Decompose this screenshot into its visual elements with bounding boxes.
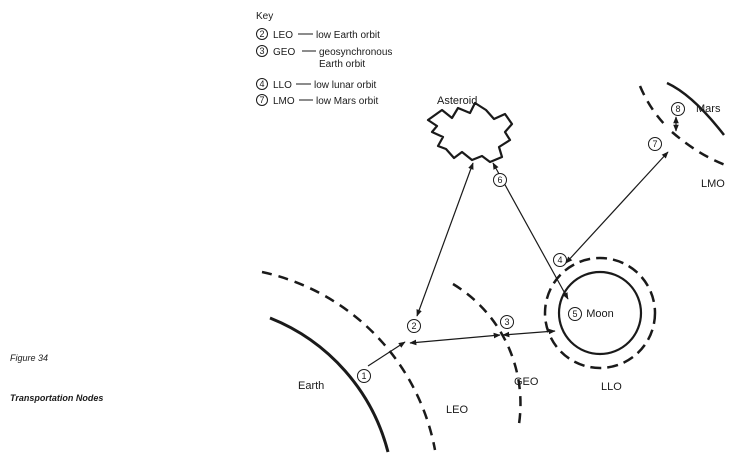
- key-entry-lmo: 7 LMO low Mars orbit: [256, 94, 378, 107]
- arrow-leo-asteroid: [416, 162, 474, 317]
- asteroid-label: Asteroid: [437, 95, 477, 107]
- node-marker-3: 3: [500, 315, 514, 329]
- mars-label: Mars: [696, 103, 721, 115]
- lmo-orbit-lower: [671, 131, 729, 168]
- earth-surface: [269, 316, 390, 453]
- asteroid-shape: [426, 101, 514, 164]
- lmo-orbit-upper: [638, 85, 669, 129]
- key-heading: Key: [256, 11, 273, 22]
- figure-number: Figure 34: [10, 353, 49, 363]
- key-entry-text-line2: Earth orbit: [319, 59, 365, 70]
- moon-circle: [557, 270, 643, 356]
- earth-label: Earth: [298, 380, 324, 392]
- node-marker-2: 2: [407, 319, 421, 333]
- arrow-leo-geo: [409, 332, 501, 346]
- leo-label: LEO: [446, 404, 468, 416]
- arrow-llo-lmo: [565, 151, 669, 264]
- moon-label: Moon: [586, 308, 614, 320]
- key-legend: Key 2 LEO low Earth orbit 3 GEO geosynch…: [256, 11, 392, 107]
- node-label: 3: [504, 317, 509, 327]
- node-label: 7: [652, 139, 657, 149]
- node-label: 5: [572, 309, 577, 319]
- key-entry-text: geosynchronous: [319, 47, 392, 58]
- arrow-earth-to-leo: [367, 341, 406, 367]
- key-entry-llo: 4 LLO low lunar orbit: [256, 78, 376, 91]
- key-entry-number: 2: [259, 29, 264, 39]
- key-entry-text: low Earth orbit: [316, 30, 380, 41]
- node-label: 1: [361, 371, 366, 381]
- node-marker-7: 7: [648, 137, 662, 151]
- key-entry-number: 3: [259, 46, 264, 56]
- arrow-geo-llo: [502, 328, 556, 338]
- key-entry-abbr: LEO: [273, 30, 293, 41]
- key-entry-geo: 3 GEO geosynchronous Earth orbit: [256, 45, 392, 70]
- node-label: 4: [557, 255, 562, 265]
- node-label: 8: [675, 104, 680, 114]
- key-entry-abbr: LMO: [273, 96, 295, 107]
- key-entry-number: 7: [259, 95, 264, 105]
- node-marker-8: 8: [671, 102, 685, 116]
- key-entry-leo: 2 LEO low Earth orbit: [256, 28, 380, 41]
- node-marker-1: 1: [357, 369, 371, 383]
- node-marker-5: 5: [568, 307, 582, 321]
- key-entry-text: low lunar orbit: [314, 80, 376, 91]
- figure-title: Transportation Nodes: [10, 393, 104, 403]
- node-label: 2: [411, 321, 416, 331]
- key-entry-abbr: GEO: [273, 47, 295, 58]
- node-marker-4: 4: [553, 253, 567, 267]
- mars-surface: [666, 81, 725, 136]
- key-entry-text: low Mars orbit: [316, 96, 378, 107]
- arrow-moon-asteroid: [492, 162, 569, 300]
- node-marker-6: 6: [493, 173, 507, 187]
- key-entry-number: 4: [259, 79, 264, 89]
- lmo-label: LMO: [701, 178, 725, 190]
- node-label: 6: [497, 175, 502, 185]
- geo-label: GEO: [514, 376, 539, 388]
- key-entry-abbr: LLO: [273, 80, 292, 91]
- leo-orbit: [261, 270, 437, 451]
- llo-label: LLO: [601, 381, 622, 393]
